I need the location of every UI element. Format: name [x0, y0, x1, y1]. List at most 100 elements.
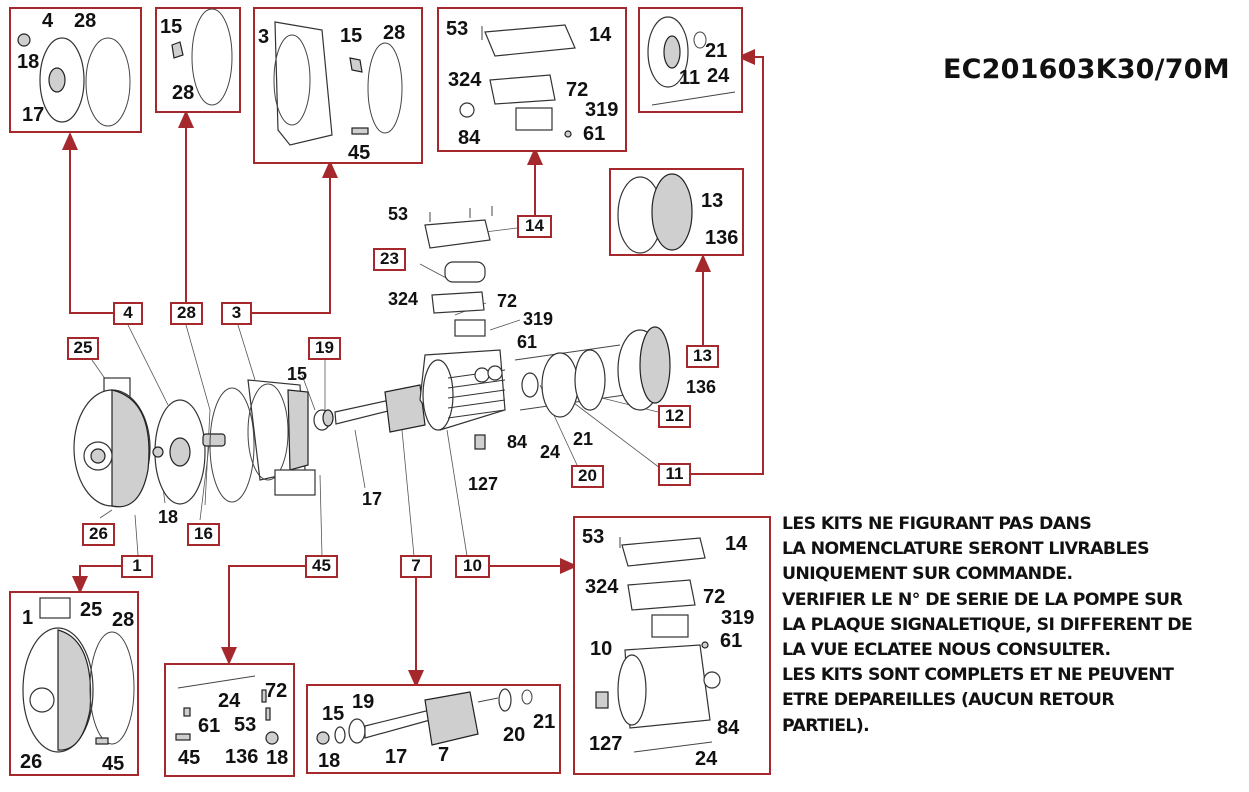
seal-drawing — [202, 387, 255, 503]
kit-tag-3[interactable]: 3 — [221, 302, 252, 325]
kit-rotor-label-18: 18 — [318, 750, 341, 772]
kit-rotor-label-15: 15 — [322, 703, 345, 725]
kit-oring-label-15: 15 — [160, 16, 183, 38]
kit-pumpbody-label-28: 28 — [112, 609, 135, 631]
kit-tag-45[interactable]: 45 — [305, 555, 338, 578]
kit-hardware-label-53: 53 — [234, 714, 257, 736]
kit-bracket-label-3: 3 — [258, 26, 270, 48]
note-line: LES KITS SONT COMPLETS ET NE PEUVENT — [782, 665, 1174, 686]
kit-tag-26[interactable]: 26 — [82, 523, 115, 546]
arrow-kit-11 — [690, 49, 764, 475]
kit-pumpbody-label-26: 26 — [20, 751, 43, 773]
label-61: 61 — [517, 332, 538, 352]
kit-rotor-label-21: 21 — [533, 711, 556, 733]
kit-motorbody-label-319: 319 — [721, 607, 755, 629]
model-title: EC201603K30/70M — [943, 54, 1230, 85]
kit-terminal-label-61: 61 — [583, 123, 606, 145]
kit-motorbody-label-127: 127 — [589, 733, 623, 755]
kit-pumpbody-label-1: 1 — [22, 607, 34, 629]
kit-rotor-label-20: 20 — [503, 724, 526, 746]
label-84: 84 — [507, 432, 528, 452]
impeller-drawing — [152, 399, 206, 505]
kit-tag-20[interactable]: 20 — [571, 465, 604, 488]
kit-motorbody-label-10: 10 — [590, 638, 613, 660]
kit-rotor-label-19: 19 — [352, 691, 375, 713]
kit-tag-14[interactable]: 14 — [517, 215, 552, 238]
label-18: 18 — [158, 507, 179, 527]
kit-impeller-label-18: 18 — [17, 51, 40, 73]
label-324: 324 — [388, 289, 419, 309]
kit-motorbody-label-61: 61 — [720, 630, 743, 652]
note-line: LA PLAQUE SIGNALETIQUE, SI DIFFERENT DE — [782, 614, 1193, 635]
terminal-box-drawing — [424, 206, 493, 337]
kit-tag-28[interactable]: 28 — [170, 302, 203, 325]
label-17: 17 — [362, 489, 383, 509]
kit-endshield-label-21: 21 — [705, 40, 728, 62]
fan-end-drawing — [514, 326, 671, 418]
kit-tag-4[interactable]: 4 — [113, 302, 143, 325]
label-24: 24 — [540, 442, 561, 462]
label-72: 72 — [497, 291, 518, 311]
note-line: LES KITS NE FIGURANT PAS DANS — [782, 514, 1092, 534]
note-line: ETRE DEPAREILLES (AUCUN RETOUR — [782, 690, 1115, 711]
label-319: 319 — [523, 309, 554, 329]
kit-hardware-label-18: 18 — [266, 747, 289, 769]
kit-motorbody-label-24: 24 — [695, 748, 718, 770]
kit-pumpbody-label-45: 45 — [102, 753, 125, 775]
arrow-kit-3 — [252, 160, 338, 314]
kit-hardware-label-61: 61 — [198, 715, 221, 737]
kit-bracket-label-28: 28 — [383, 22, 406, 44]
kit-hardware-label-24: 24 — [218, 690, 241, 712]
kit-rotor-label-17: 17 — [385, 746, 408, 768]
kit-tag-12[interactable]: 12 — [658, 405, 691, 428]
note-line: UNIQUEMENT SUR COMMANDE. — [782, 564, 1073, 585]
arrow-kit-45 — [221, 565, 305, 665]
kit-terminal-label-14: 14 — [589, 24, 612, 46]
label-53: 53 — [388, 204, 409, 224]
kit-motorbody-label-72: 72 — [703, 586, 726, 608]
kit-tag-7[interactable]: 7 — [400, 555, 432, 578]
label-15: 15 — [287, 364, 308, 384]
bracket-drawing — [247, 379, 316, 496]
kit-rotor-label-7: 7 — [438, 744, 450, 766]
kit-fancover-label-13: 13 — [701, 190, 724, 212]
pump-body-drawing — [73, 377, 151, 508]
kit-tag-13[interactable]: 13 — [686, 345, 719, 368]
kit-motorbody-label-14: 14 — [725, 533, 748, 555]
kit-hardware-label-136: 136 — [225, 746, 259, 768]
note-line: PARTIEL). — [782, 715, 870, 736]
kit-tag-19[interactable]: 19 — [308, 337, 341, 360]
kit-terminal-label-319: 319 — [585, 99, 619, 121]
kit-tag-10[interactable]: 10 — [455, 555, 490, 578]
kit-impeller-label-17: 17 — [22, 104, 45, 126]
kit-motorbody-label-84: 84 — [717, 717, 740, 739]
kit-fancover-label-136: 136 — [705, 227, 739, 249]
kit-terminal-label-84: 84 — [458, 127, 481, 149]
kit-tag-25[interactable]: 25 — [67, 337, 99, 360]
rotor-drawing — [313, 384, 426, 433]
kit-bracket-label-15: 15 — [340, 25, 363, 47]
kit-bracket-label-45: 45 — [348, 142, 371, 164]
kit-motorbody-label-53: 53 — [582, 526, 605, 548]
notes-block: LES KITS NE FIGURANT PAS DANS LA NOMENCL… — [782, 512, 1193, 739]
kit-impeller-label-4: 4 — [42, 10, 54, 32]
note-line: LA VUE ECLATEE NOUS CONSULTER. — [782, 640, 1111, 661]
kit-motorbody-label-324: 324 — [585, 576, 619, 598]
label-136: 136 — [686, 377, 717, 397]
kit-pumpbody-label-25: 25 — [80, 599, 103, 621]
kit-terminal-label-324: 324 — [448, 69, 482, 91]
kit-impeller-label-28: 28 — [74, 10, 97, 32]
kit-hardware-label-45: 45 — [178, 747, 201, 769]
kit-tag-1[interactable]: 1 — [121, 555, 153, 578]
kit-box-end-shield[interactable] — [638, 7, 743, 113]
kit-hardware-label-72: 72 — [265, 680, 288, 702]
kit-tag-23[interactable]: 23 — [373, 248, 406, 271]
kit-tag-11[interactable]: 11 — [658, 463, 691, 486]
label-127: 127 — [468, 474, 499, 494]
kit-terminal-label-53: 53 — [446, 18, 469, 40]
kit-tag-16[interactable]: 16 — [187, 523, 220, 546]
arrow-kit-1 — [72, 565, 124, 594]
motor-drawing — [419, 349, 506, 450]
label-21: 21 — [573, 429, 594, 449]
